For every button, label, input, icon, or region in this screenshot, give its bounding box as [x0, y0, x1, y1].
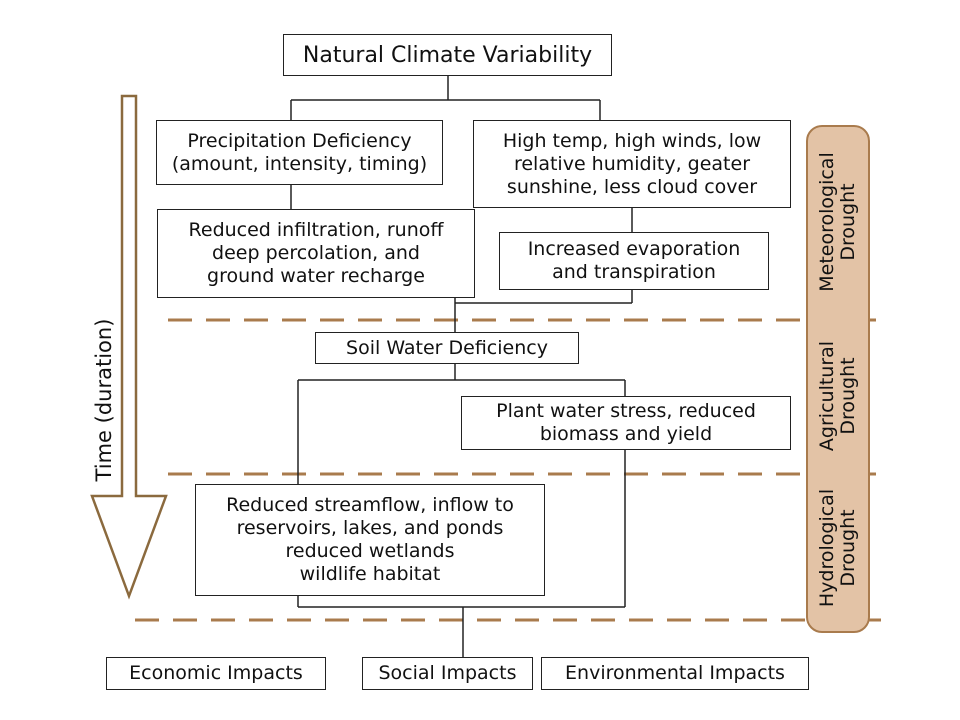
box-reduced-infiltration: Reduced infiltration, runoff deep percol… [157, 209, 475, 298]
box-soil-water-deficiency: Soil Water Deficiency [315, 332, 579, 364]
box-high-temp: High temp, high winds, low relative humi… [473, 120, 791, 208]
label-agricultural-drought: Agricultural Drought [816, 340, 859, 452]
box-social-impacts: Social Impacts [362, 657, 533, 690]
box-plant-water-stress: Plant water stress, reduced biomass and … [461, 396, 791, 450]
time-axis-label: Time (duration) [92, 318, 116, 482]
drought-band [806, 125, 870, 633]
label-hydrological-drought: Hydrological Drought [816, 488, 859, 608]
box-economic-impacts: Economic Impacts [106, 657, 326, 690]
time-arrow [90, 94, 168, 600]
label-meteorological-drought: Meteorological Drought [816, 152, 859, 292]
box-environmental-impacts: Environmental Impacts [541, 657, 809, 690]
box-natural-climate-variability: Natural Climate Variability [283, 34, 612, 76]
box-precipitation-deficiency: Precipitation Deficiency (amount, intens… [156, 120, 443, 185]
box-increased-evaporation: Increased evaporation and transpiration [499, 232, 769, 290]
box-reduced-streamflow: Reduced streamflow, inflow to reservoirs… [195, 484, 545, 596]
